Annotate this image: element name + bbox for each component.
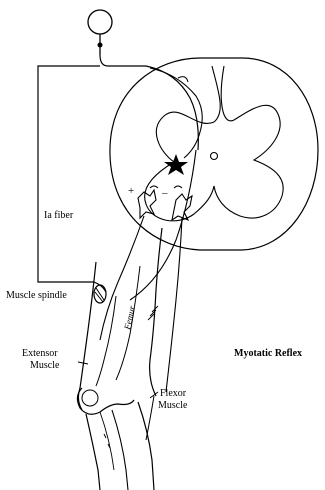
motor-neuron-extensor [138,190,156,218]
ia-fiber-pathway [100,55,198,150]
dorsal-root-ganglion [88,10,112,55]
extensor-muscle-label-line1: Extensor [22,348,58,359]
diagram-title: Myotatic Reflex [234,348,302,359]
extensor-muscle-label-line2: Muscle [30,360,60,371]
flexor-muscle-label-line1: Flexor [160,388,187,399]
femur-hatch [148,306,158,320]
inhibitory-sign: – [161,187,168,199]
leg-outline [77,228,162,490]
ia-fiber-label: Ia fiber [44,210,74,221]
ia-fiber-loop [38,66,106,292]
spinal-cord-section [110,58,318,250]
dorsal-root [150,68,202,158]
extensor-motor-axon [100,216,144,340]
motor-neuron-flexor [172,194,192,220]
muscle-spindle-label: Muscle spindle [6,290,67,301]
muscle-spindle-icon [94,285,106,303]
excitatory-sign: + [128,185,134,197]
femur-label: Femur [122,304,137,331]
central-canal [211,153,218,160]
flexor-muscle-label-line2: Muscle [158,400,188,411]
knee [77,388,134,414]
